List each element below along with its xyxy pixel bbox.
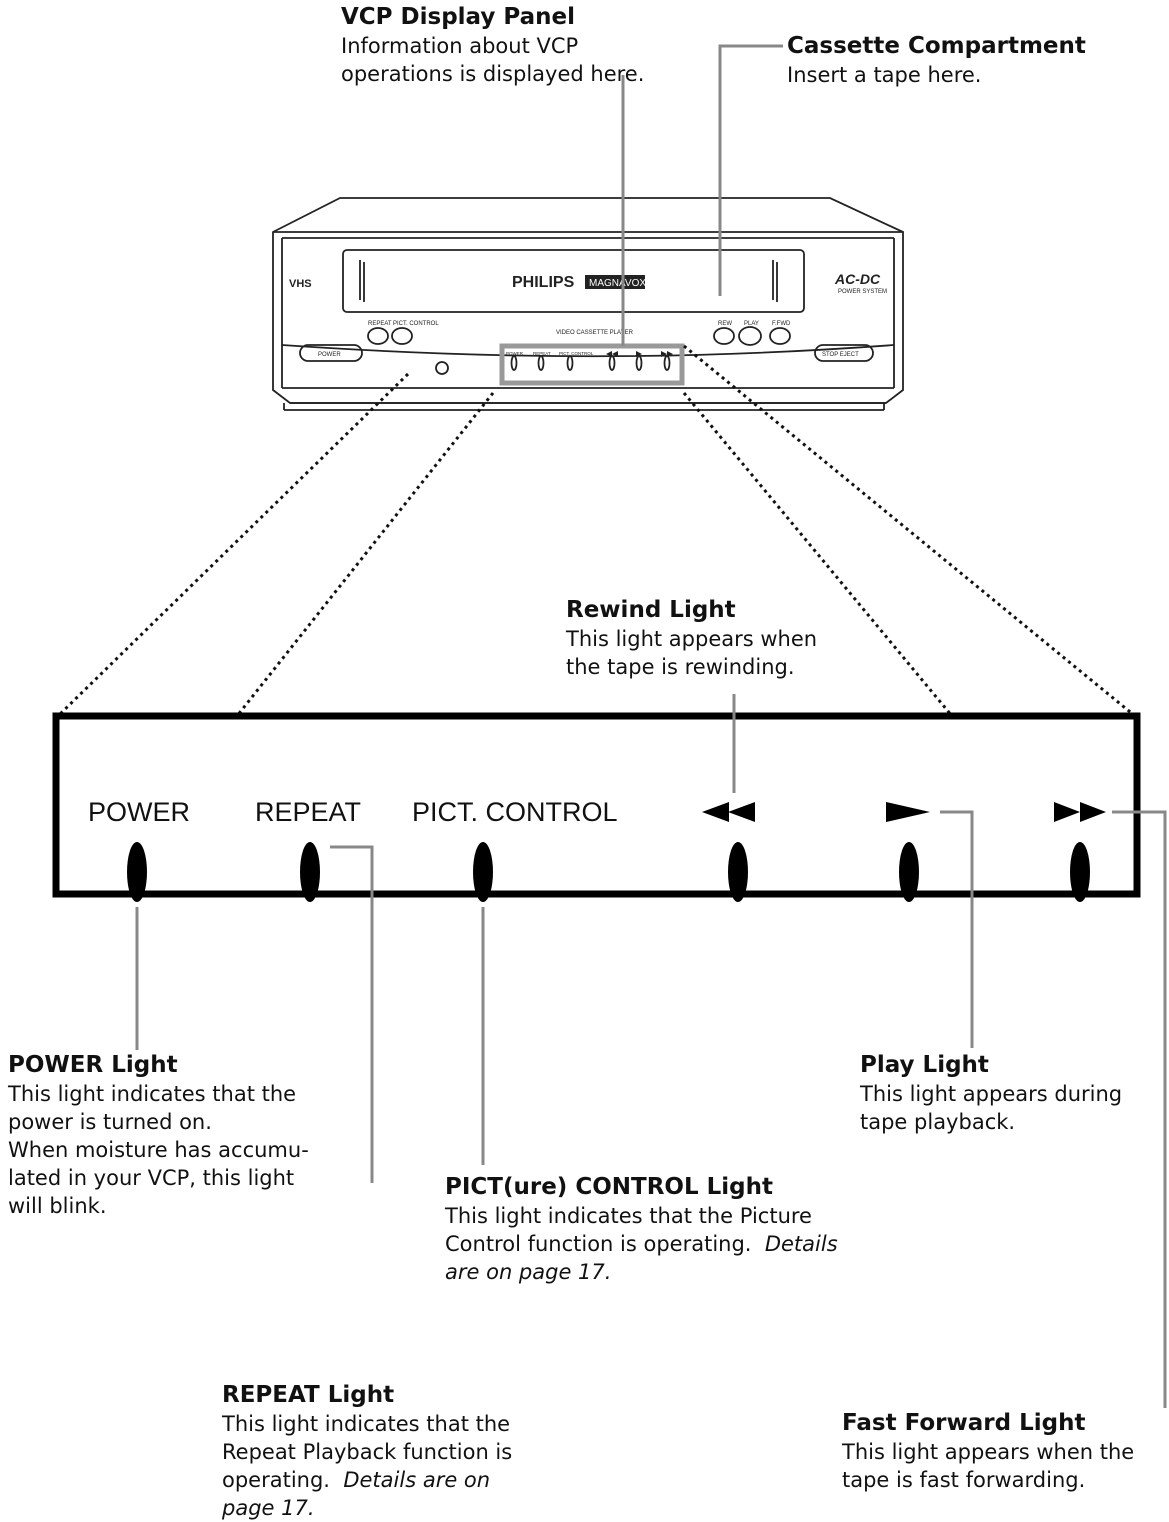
rew-arrow-icon	[702, 802, 729, 822]
rew-button-label: REW	[718, 321, 732, 327]
panel-label-pict: PICT. CONTROL	[412, 797, 618, 827]
vhs-logo: VHS	[289, 278, 312, 290]
callout-repeat: REPEAT Light This light indicates that t…	[222, 1382, 513, 1492]
acdc-logo: AC-DC	[834, 271, 881, 287]
ffwd-button-label: F.FWD	[772, 321, 791, 327]
svg-text:POWER: POWER	[506, 351, 524, 356]
power-light	[127, 842, 147, 902]
callout-rewind: Rewind Light This light appears when the…	[566, 597, 818, 679]
svg-text:PICT. CONTROL: PICT. CONTROL	[559, 351, 594, 356]
vcr-body	[272, 197, 904, 411]
repeat-light	[300, 842, 320, 902]
ffwd-arrow-icon	[1054, 802, 1080, 822]
leader-lines	[135, 44, 1167, 1408]
callout-ffwd: Fast Forward Light This light appears wh…	[842, 1410, 1135, 1492]
ffwd-light	[1070, 842, 1090, 902]
callout-pict: PICT(ure) CONTROL Light This light indic…	[445, 1174, 838, 1284]
display-panel-enlarged	[52, 712, 1141, 898]
power-button-label: POWER	[318, 352, 341, 358]
rew-light	[728, 842, 748, 902]
display-panel-highlight	[499, 343, 685, 386]
panel-label-repeat: REPEAT	[255, 797, 362, 827]
brand-magnavox: MAGNAVOX	[589, 278, 646, 289]
stop-eject-label: STOP EJECT	[822, 352, 859, 358]
projection-lines	[56, 344, 1136, 718]
panel-lights	[127, 842, 1090, 902]
svg-text:REPEAT: REPEAT	[533, 351, 551, 356]
model-text: VIDEO CASSETTE PLAYER	[556, 330, 634, 336]
acdc-sub: POWER SYSTEM	[838, 289, 887, 295]
callout-power: POWER Light This light indicates that th…	[8, 1052, 309, 1218]
callout-play: Play Light This light appears during tap…	[860, 1052, 1123, 1134]
pict-light	[473, 842, 493, 902]
callout-repeat-page: page 17.	[222, 1496, 315, 1520]
play-light	[899, 842, 919, 902]
brand-philips: PHILIPS	[512, 274, 575, 291]
panel-label-power: POWER	[88, 797, 191, 827]
repeat-button-label: REPEAT	[368, 321, 392, 327]
callout-vcp-display: VCP Display Panel Information about VCP …	[341, 4, 645, 86]
play-arrow-icon	[886, 802, 930, 822]
callout-cassette: Cassette Compartment Insert a tape here.	[787, 33, 1086, 87]
play-button-label: PLAY	[744, 321, 759, 327]
pict-button-label: PICT. CONTROL	[393, 321, 439, 327]
